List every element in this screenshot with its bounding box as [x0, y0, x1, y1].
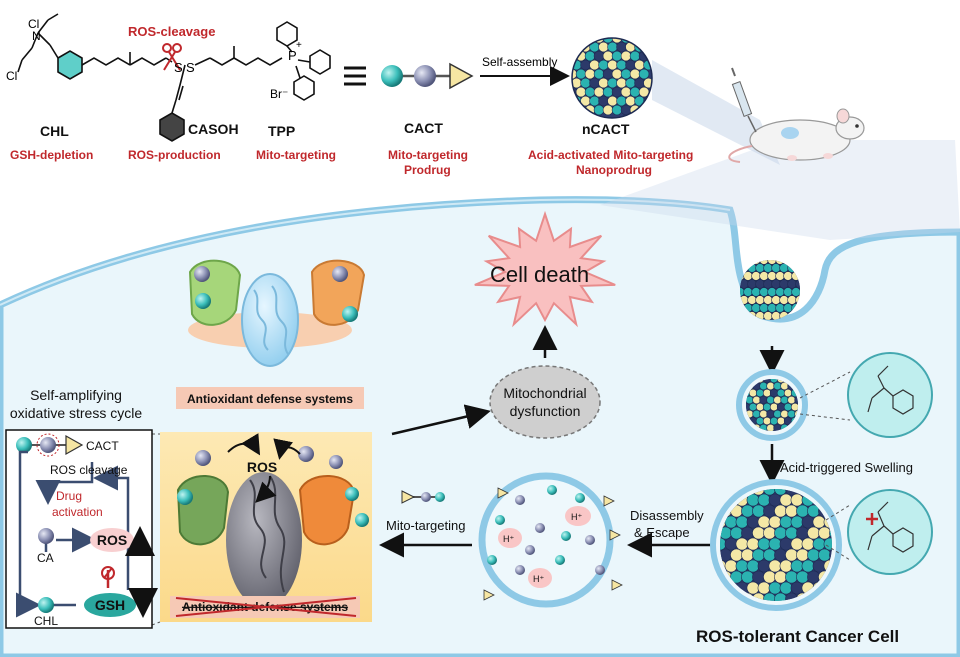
cycle-ros-bubble — [90, 528, 134, 552]
ros-cleavage-label: ROS-cleavage — [128, 24, 215, 39]
cact-role-1: Mito-targeting — [388, 148, 468, 162]
cycle-drug-1: Drug — [56, 489, 82, 503]
inhibit-icon — [101, 566, 115, 580]
chem-cl2: Cl — [6, 69, 17, 83]
cycle-title-2: oxidative stress cycle — [10, 405, 142, 421]
chem-br: Br⁻ — [270, 87, 288, 101]
cycle-gsh-label: GSH — [95, 597, 125, 613]
ros-center-label: ROS — [247, 459, 277, 475]
mito-targeting-label: Mito-targeting — [386, 518, 465, 533]
tpp-name: TPP — [268, 123, 295, 139]
ncact-name: nCACT — [582, 121, 630, 137]
mito-dysfunction-label-1: Mitochondrial — [503, 385, 586, 401]
to-mito-dysfunction-arrow — [391, 404, 491, 436]
cycle-ca-ball — [38, 528, 54, 544]
chl-name: CHL — [40, 123, 69, 139]
cycle-gsh-bubble — [84, 593, 136, 617]
syringe-icon — [731, 67, 757, 133]
cycle-ca-label: CA — [37, 551, 54, 565]
cycle-drug-2: activation — [52, 505, 103, 519]
chem-p-plus: + — [296, 40, 302, 51]
h-plus-1: H⁺ — [503, 534, 514, 544]
zoom-cone — [652, 60, 780, 165]
chemical-structure — [17, 13, 331, 142]
zoom-line-bottom — [151, 621, 161, 626]
casoh-name: CASOH — [188, 121, 239, 137]
small-vesicle — [736, 369, 808, 441]
zoom-protonated-chl — [825, 489, 933, 575]
chem-n: N — [32, 29, 41, 43]
h-plus-2: H⁺ — [571, 512, 582, 522]
cycle-chl-label: CHL — [34, 614, 58, 628]
free-cact-molecule — [401, 490, 445, 504]
cycle-cact-label: CACT — [86, 439, 119, 453]
ncact-role-2: Nanoprodrug — [576, 163, 652, 177]
ncact-role-1: Acid-activated Mito-targeting — [528, 148, 693, 162]
antioxidant-defense-illustration — [188, 259, 366, 367]
cact-molecule-icon — [381, 62, 474, 90]
acid-swelling-label: Acid-triggered Swelling — [780, 460, 913, 475]
endosome — [478, 472, 623, 608]
cact-name: CACT — [404, 120, 443, 136]
mouse-icon — [728, 108, 865, 163]
cycle-title-1: Self-amplifying — [30, 387, 122, 403]
cell-death-label: Cell death — [490, 262, 589, 287]
h-plus-3: H⁺ — [533, 574, 544, 584]
antioxidant-crossout — [175, 597, 357, 617]
antioxidant-top-label-bg — [176, 387, 364, 409]
equivalent-icon — [344, 66, 366, 86]
scissors-icon — [162, 43, 182, 71]
chl-role: GSH-depletion — [10, 148, 93, 162]
zoom-neutral-chl — [799, 352, 933, 438]
casoh-role: ROS-production — [128, 148, 221, 162]
ncact-nanoparticle — [571, 37, 653, 119]
chem-s1: S — [174, 60, 183, 75]
cycle-ros-cleavage: ROS cleavage — [50, 463, 128, 477]
chem-cl1: Cl — [28, 17, 39, 31]
antioxidant-top-label: Antioxidant defense systems — [187, 392, 353, 406]
chem-p: P — [288, 48, 297, 63]
tpp-role: Mito-targeting — [256, 148, 336, 162]
self-assembly-label: Self-assembly — [482, 55, 557, 69]
swollen-vesicle — [710, 479, 842, 611]
chem-s2: S — [186, 60, 195, 75]
mito-dysfunction-bubble — [489, 365, 601, 439]
cell-title: ROS-tolerant Cancer Cell — [696, 627, 899, 646]
cell-death-burst — [474, 210, 616, 328]
ros-panel-illustration — [176, 433, 369, 608]
disassembly-label-2: & Escape — [634, 525, 690, 540]
cycle-chl-ball — [38, 597, 54, 613]
cact-role-2: Prodrug — [404, 163, 451, 177]
disassembly-label-1: Disassembly — [630, 508, 704, 523]
zoom-cone-cell — [600, 140, 960, 240]
cycle-ros-label: ROS — [97, 532, 127, 548]
cycle-cact-molecule — [16, 433, 84, 457]
mito-dysfunction-label-2: dysfunction — [510, 403, 581, 419]
